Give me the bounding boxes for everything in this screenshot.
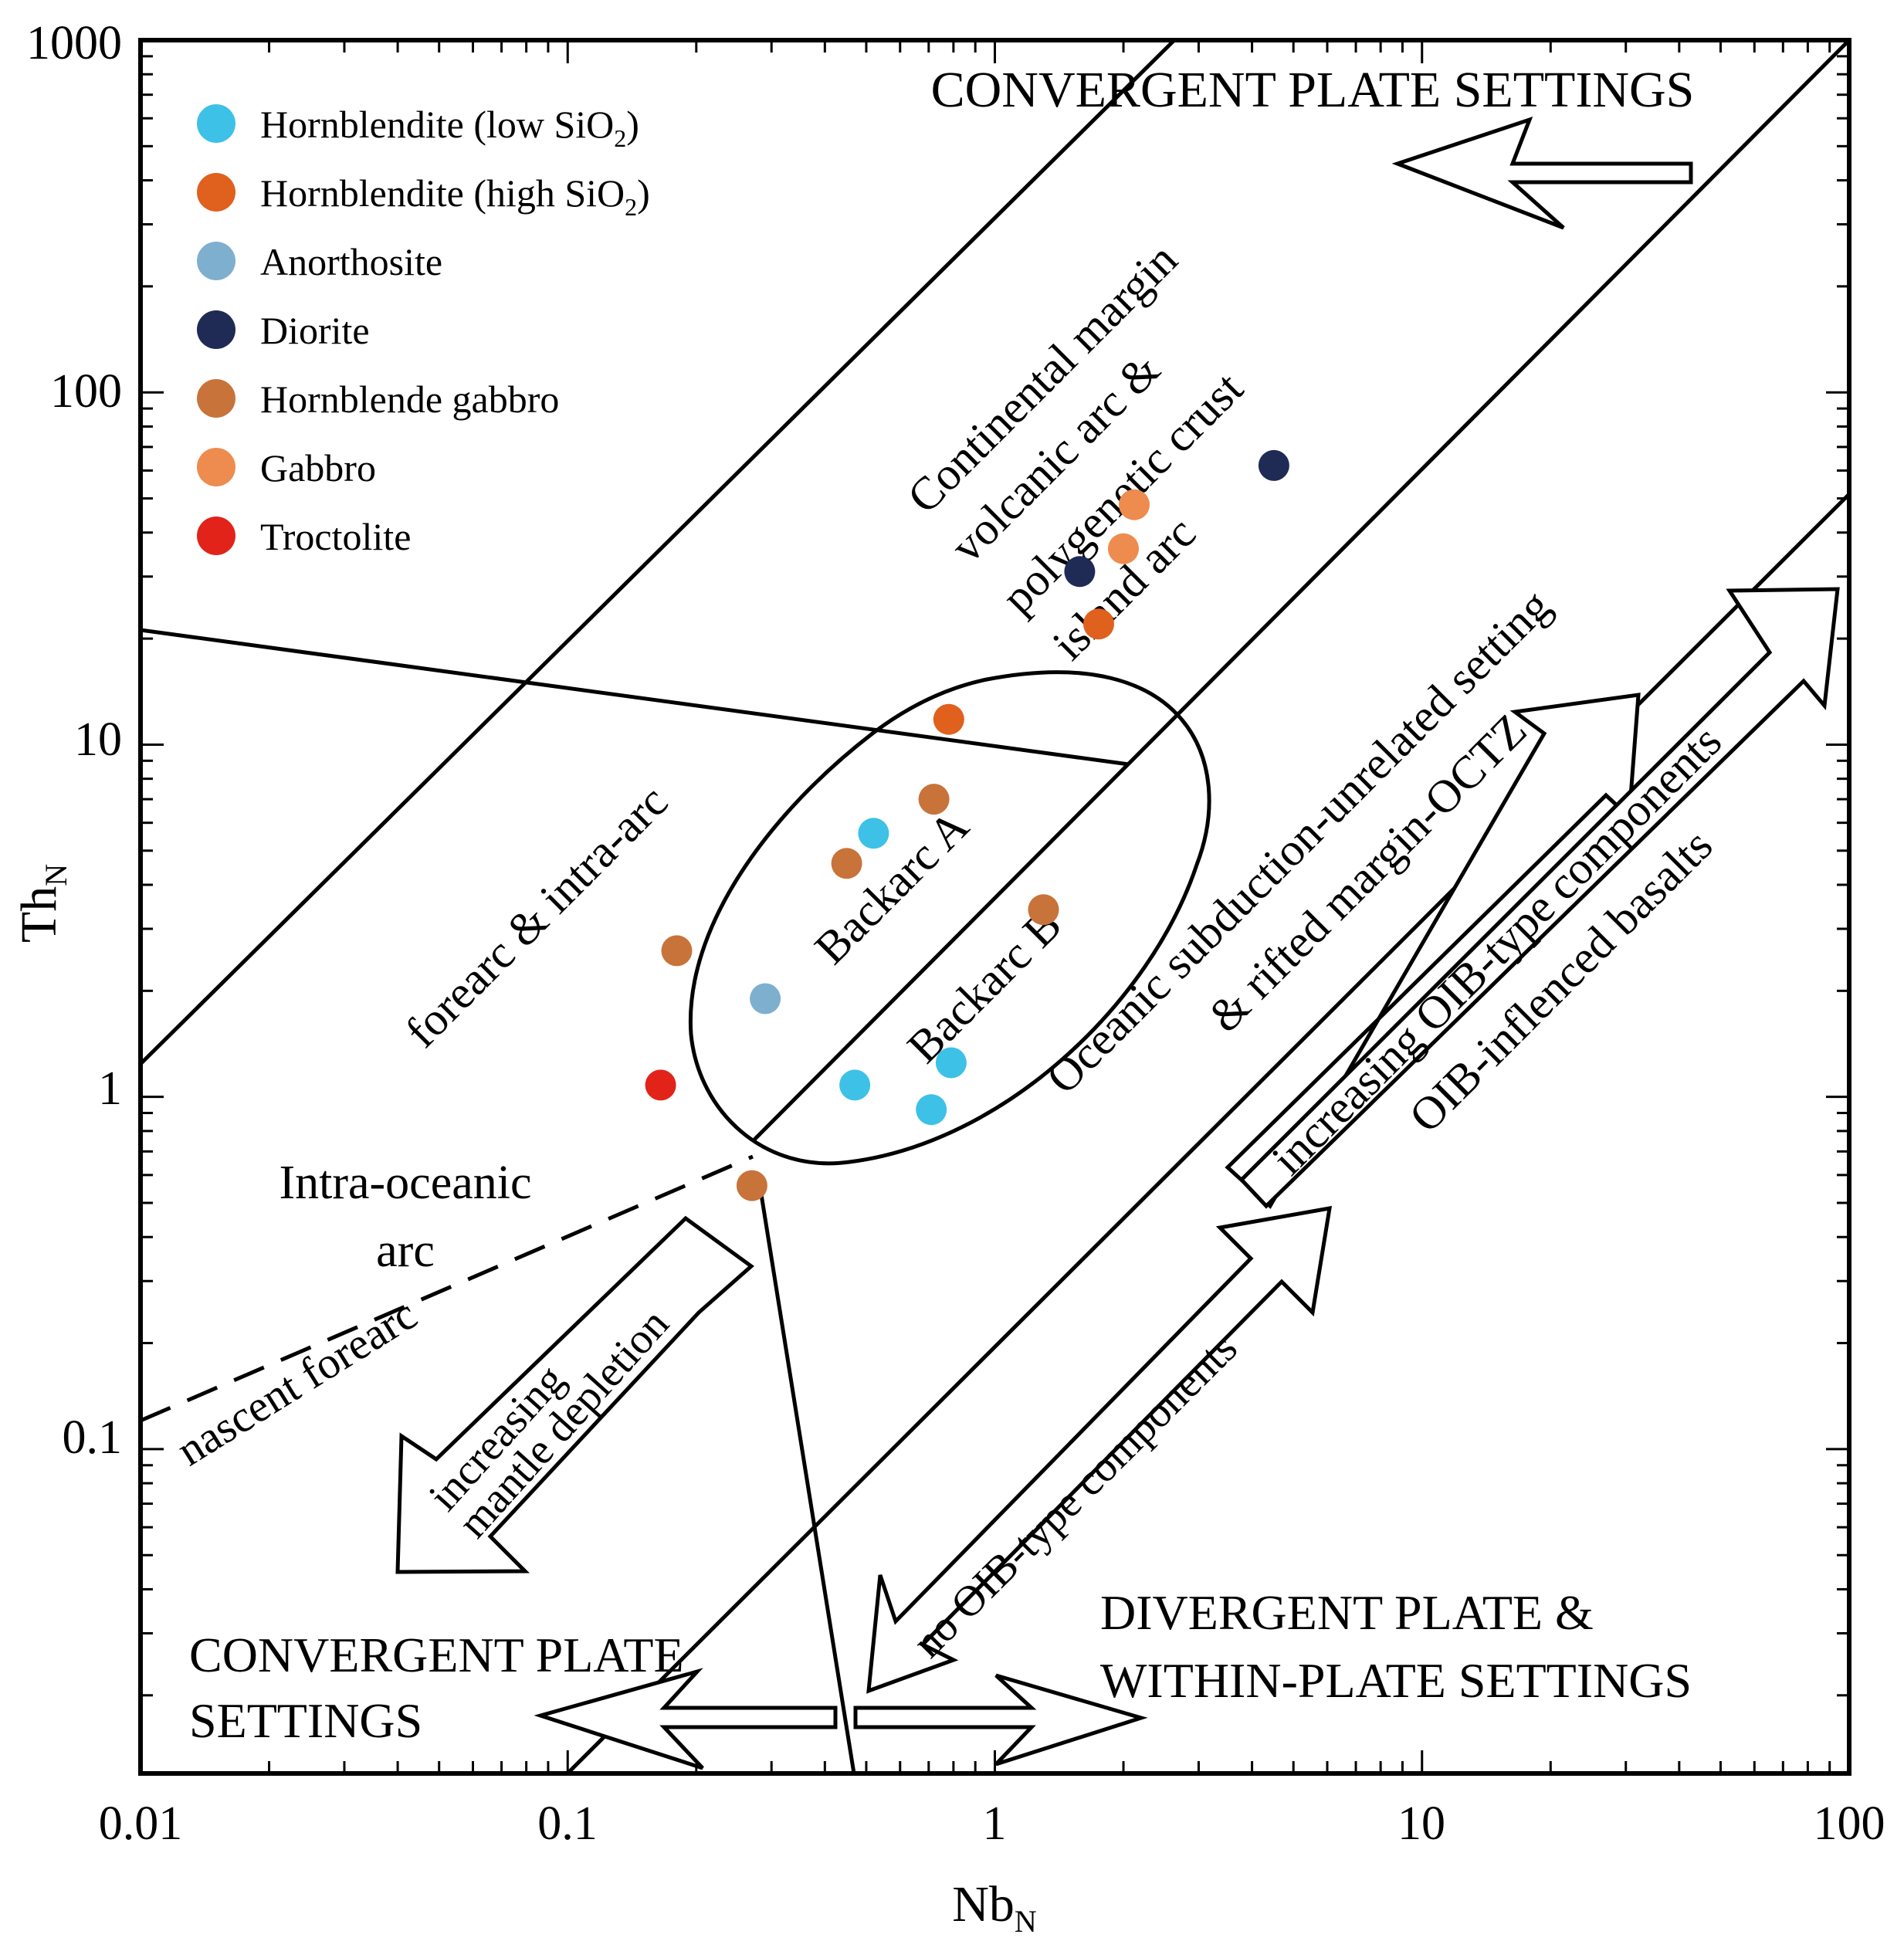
legend-marker-3 <box>197 310 235 349</box>
arrow-oib-influenced <box>1238 587 1840 1209</box>
annotation-arc: arc <box>376 1225 435 1277</box>
annotation-forearc-intra-arc: forearc & intra-arc <box>396 776 678 1058</box>
data-point-series-4-3 <box>661 935 693 967</box>
data-point-series-0-1 <box>839 1069 871 1101</box>
x-tick-label-3: 10 <box>1398 1797 1445 1850</box>
boundary-vertical-line <box>756 1174 856 1773</box>
arrow-convergent-top <box>1391 116 1693 230</box>
y-tick-label-2: 10 <box>74 713 122 766</box>
legend-marker-5 <box>197 448 235 486</box>
x-tick-label-4: 100 <box>1814 1797 1885 1850</box>
arrow-divergent-bottom <box>853 1673 1148 1767</box>
data-point-series-4-0 <box>918 784 950 815</box>
data-point-series-1-0 <box>933 703 964 735</box>
data-point-series-6-0 <box>645 1069 676 1101</box>
annotation-intra-oceanic: Intra-oceanic <box>280 1157 532 1209</box>
boundary-forearc-line <box>141 628 1130 767</box>
legend-marker-6 <box>197 517 235 555</box>
x-tick-label-1: 0.1 <box>537 1797 598 1850</box>
arrow-convergent-bottom <box>534 1668 838 1770</box>
boundary-middle-diagonal <box>751 40 1849 1143</box>
data-point-series-0-0 <box>858 818 889 849</box>
x-tick-labels: 0.01 0.1 1 10 100 <box>99 1797 1885 1850</box>
data-point-series-2-0 <box>750 983 781 1015</box>
y-tick-label-0: 0.1 <box>63 1411 123 1464</box>
data-point-series-5-1 <box>1108 533 1139 564</box>
legend-label-0: Hornblendite (low SiO2) <box>260 103 639 152</box>
legend-label-4: Hornblende gabbro <box>260 378 559 421</box>
data-point-series-3-1 <box>1258 449 1289 481</box>
annotation-convergent-top: CONVERGENT PLATE SETTINGS <box>931 62 1695 118</box>
legend-label-2: Anorthosite <box>260 240 442 283</box>
annotation-nascent-forearc: nascent forearc <box>168 1289 425 1475</box>
legend: Hornblendite (low SiO2) Hornblendite (hi… <box>197 103 650 558</box>
boundary-nascent-forearc-dashed <box>141 1154 754 1423</box>
y-tick-label-1: 1 <box>98 1062 122 1115</box>
annotation-backarc-b: Backarc B <box>898 899 1072 1073</box>
data-point-series-5-0 <box>1119 489 1150 520</box>
legend-label-3: Diorite <box>260 309 370 352</box>
x-tick-label-0: 0.01 <box>99 1797 183 1850</box>
data-point-series-1-1 <box>1083 608 1114 640</box>
data-point-series-4-2 <box>1028 894 1059 926</box>
data-point-series-0-3 <box>916 1094 947 1126</box>
data-point-series-0-2 <box>935 1047 967 1079</box>
legend-marker-4 <box>197 379 235 418</box>
y-tick-label-3: 100 <box>50 365 122 418</box>
x-axis-title: NbN <box>952 1876 1037 1939</box>
data-point-series-4-4 <box>736 1170 767 1201</box>
legend-marker-1 <box>197 173 235 212</box>
arrow-no-oib <box>866 1205 1333 1694</box>
annotation-backarc-a: Backarc A <box>805 801 979 974</box>
y-tick-labels: 0.1 1 10 100 1000 <box>26 17 122 1464</box>
annotation-divergent-2: WITHIN-PLATE SETTINGS <box>1100 1653 1692 1708</box>
x-tick-label-2: 1 <box>983 1797 1007 1850</box>
data-points <box>645 449 1289 1201</box>
data-point-series-4-1 <box>831 848 862 879</box>
annotation-divergent-1: DIVERGENT PLATE & <box>1100 1585 1594 1640</box>
annotation-convergent-bottom-2: SETTINGS <box>189 1693 422 1748</box>
y-tick-label-4: 1000 <box>26 17 122 69</box>
annotation-convergent-bottom-1: CONVERGENT PLATE <box>189 1628 684 1682</box>
legend-label-5: Gabbro <box>260 446 376 489</box>
data-point-series-3-0 <box>1064 556 1096 588</box>
arrow-mantle-depletion <box>395 1215 754 1574</box>
y-axis-title: ThN <box>11 864 73 943</box>
tick-marks <box>139 40 1849 1773</box>
legend-marker-2 <box>197 242 235 280</box>
boundary-upper-diagonal <box>141 40 1176 1065</box>
legend-label-6: Troctolite <box>260 515 411 558</box>
legend-label-1: Hornblendite (high SiO2) <box>260 171 650 221</box>
legend-marker-0 <box>197 104 235 143</box>
backarc-ellipse <box>688 670 1211 1166</box>
